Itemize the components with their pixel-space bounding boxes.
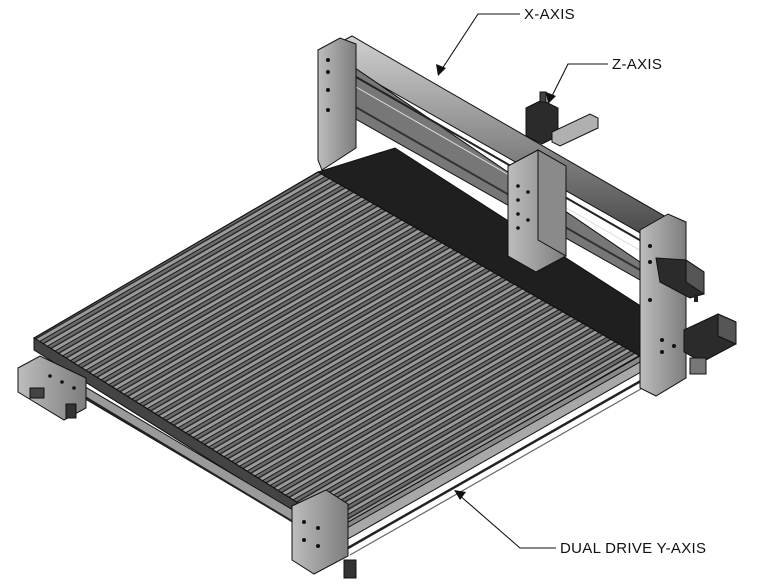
bolt — [326, 88, 330, 92]
gantry-rail-line — [329, 61, 651, 247]
bolt — [648, 298, 652, 302]
y-axis-motor — [683, 313, 737, 375]
right-y-rail-line — [347, 376, 647, 550]
right-gantry-upright — [639, 213, 687, 397]
bolt — [326, 70, 330, 74]
z-axis-carriage — [507, 149, 567, 273]
bolt — [316, 544, 320, 548]
bolt — [302, 520, 306, 524]
y-axis-label: DUAL DRIVE Y-AXIS — [560, 540, 706, 557]
z-axis-label: Z-AXIS — [612, 56, 662, 73]
left-y-motor-mount — [29, 387, 45, 399]
bolt — [660, 350, 664, 354]
bolt — [326, 108, 330, 112]
bolt — [660, 338, 664, 342]
x-axis-motor — [655, 257, 705, 302]
right-y-rail-line — [349, 385, 647, 556]
bolt — [302, 538, 306, 542]
z-axis-callout: Z-AXIS — [546, 56, 662, 104]
y-axis-callout: DUAL DRIVE Y-AXIS — [454, 490, 706, 557]
bolt — [326, 58, 330, 62]
x-axis-label: X-AXIS — [524, 6, 575, 23]
foot — [343, 559, 357, 579]
bolt — [648, 260, 652, 264]
bolt — [648, 244, 652, 248]
bolt — [316, 526, 320, 530]
spindle-bracket — [551, 113, 599, 147]
front-y-carriage — [291, 489, 349, 575]
x-axis-callout: X-AXIS — [436, 6, 575, 76]
bolt — [60, 380, 64, 384]
left-y-rail-line — [69, 387, 301, 527]
bolt — [48, 374, 52, 378]
gantry-rail-line — [325, 89, 641, 271]
bolt — [72, 386, 76, 390]
foot — [65, 403, 77, 419]
left-gantry-upright — [317, 37, 357, 171]
gantry-rail-line — [329, 71, 651, 257]
bolt — [672, 344, 676, 348]
